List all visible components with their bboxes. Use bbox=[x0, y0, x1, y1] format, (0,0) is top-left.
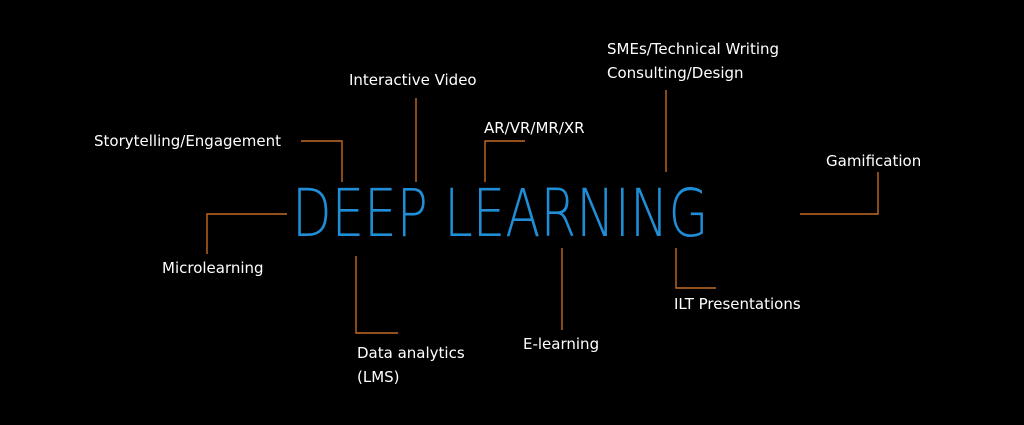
topic-interactive-video: Interactive Video bbox=[349, 71, 477, 89]
topic-ilt: ILT Presentations bbox=[674, 295, 801, 313]
center-title: DEEP LEARNING bbox=[292, 175, 709, 252]
topic-smes-line1: SMEs/Technical Writing bbox=[607, 40, 780, 58]
topic-smes-line2: Consulting/Design bbox=[607, 64, 744, 82]
topic-storytelling: Storytelling/Engagement bbox=[94, 132, 281, 150]
connector-ar-vr bbox=[484, 140, 525, 182]
topic-data-analytics-line1: Data analytics bbox=[357, 344, 465, 362]
topic-gamification: Gamification bbox=[826, 152, 922, 170]
connector-data-analytics bbox=[355, 256, 398, 334]
topic-elearning: E-learning bbox=[523, 335, 600, 353]
connector-gamification bbox=[800, 172, 879, 215]
connector-microlearning bbox=[206, 213, 287, 254]
topic-microlearning: Microlearning bbox=[162, 259, 264, 277]
topic-smes: SMEs/Technical Writing Consulting/Design bbox=[607, 37, 779, 85]
topic-data-analytics-line2: (LMS) bbox=[357, 368, 400, 386]
topic-ar-vr: AR/VR/MR/XR bbox=[484, 119, 585, 137]
topic-data-analytics: Data analytics (LMS) bbox=[357, 341, 465, 389]
connector-storytelling bbox=[301, 140, 343, 182]
connector-ilt bbox=[675, 248, 716, 289]
